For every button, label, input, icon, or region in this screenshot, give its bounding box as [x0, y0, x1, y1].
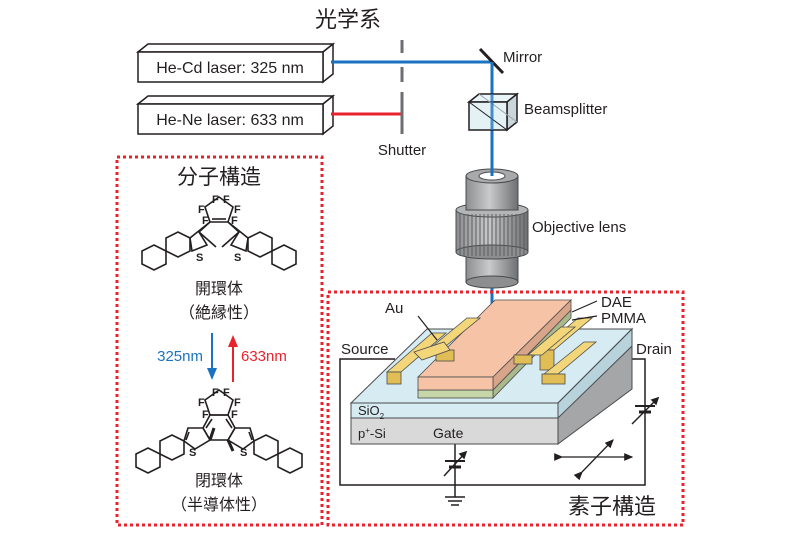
pmma-layer	[417, 389, 494, 399]
dae-layer	[417, 376, 494, 391]
uv-label: 325nm	[157, 348, 203, 365]
source-electrode	[385, 317, 482, 385]
svg-text:F: F	[223, 194, 230, 206]
shutter-label: Shutter	[378, 142, 426, 159]
svg-text:S: S	[189, 447, 196, 459]
svg-text:S: S	[196, 252, 203, 264]
au-label: Au	[385, 300, 403, 317]
closed-form-property: （半導体性）	[171, 495, 267, 514]
svg-text:F: F	[223, 387, 230, 399]
visible-arrow	[228, 335, 238, 382]
uv-arrow	[207, 333, 217, 380]
drain-voltage-source-icon	[631, 396, 660, 425]
closed-form-name: 閉環体	[195, 471, 243, 490]
svg-text:F: F	[202, 409, 209, 421]
objective-lens-label: Objective lens	[532, 219, 626, 236]
laser-hecd: He-Cd laser: 325 nm	[135, 42, 336, 84]
gate-label: Gate	[433, 425, 464, 441]
open-form-structure	[141, 196, 297, 271]
laser-hene-label: He-Ne laser: 633 nm	[156, 112, 304, 129]
svg-text:F: F	[212, 194, 219, 206]
open-form-atoms: F F F F F F S S	[196, 194, 241, 264]
mirror-icon	[478, 47, 505, 75]
open-form-property: （絶縁性）	[179, 303, 259, 322]
svg-text:F: F	[198, 204, 205, 216]
beamsplitter-icon	[466, 92, 520, 132]
svg-text:F: F	[234, 204, 241, 216]
direction-arrows-icon	[554, 439, 634, 481]
mirror-label: Mirror	[503, 49, 542, 66]
leader-lines	[417, 300, 598, 341]
svg-text:S: S	[240, 447, 247, 459]
svg-text:F: F	[198, 397, 205, 409]
closed-form-structure	[135, 389, 303, 474]
psi-label: p+-Si	[358, 426, 386, 441]
circuit-wires	[339, 358, 646, 506]
svg-text:S: S	[234, 252, 241, 264]
laser-hene: He-Ne laser: 633 nm	[135, 94, 336, 136]
closed-form-atoms: F F F F F F S S	[189, 387, 247, 459]
drain-electrode	[513, 317, 598, 385]
svg-text:F: F	[231, 215, 238, 227]
molecule-frame	[115, 155, 324, 527]
pmma-label: PMMA	[601, 310, 646, 327]
laser-hecd-label: He-Cd laser: 325 nm	[156, 60, 304, 77]
svg-text:F: F	[231, 409, 238, 421]
optics-title: 光学系	[315, 8, 381, 33]
beamsplitter-label: Beamsplitter	[524, 101, 607, 118]
open-form-name: 開環体	[195, 279, 243, 298]
device-title: 素子構造	[568, 495, 656, 520]
svg-text:F: F	[202, 215, 209, 227]
source-label: Source	[341, 341, 389, 358]
sio2-label: SiO2	[358, 403, 385, 421]
drain-label: Drain	[636, 341, 672, 358]
svg-text:F: F	[234, 397, 241, 409]
svg-text:F: F	[212, 387, 219, 399]
gate-voltage-source-icon	[443, 450, 468, 477]
si-layer	[350, 417, 559, 445]
objective-lens-icon	[455, 168, 529, 289]
visible-label: 633nm	[241, 348, 287, 365]
dae-label: DAE	[601, 294, 632, 311]
molecule-title: 分子構造	[177, 165, 261, 189]
